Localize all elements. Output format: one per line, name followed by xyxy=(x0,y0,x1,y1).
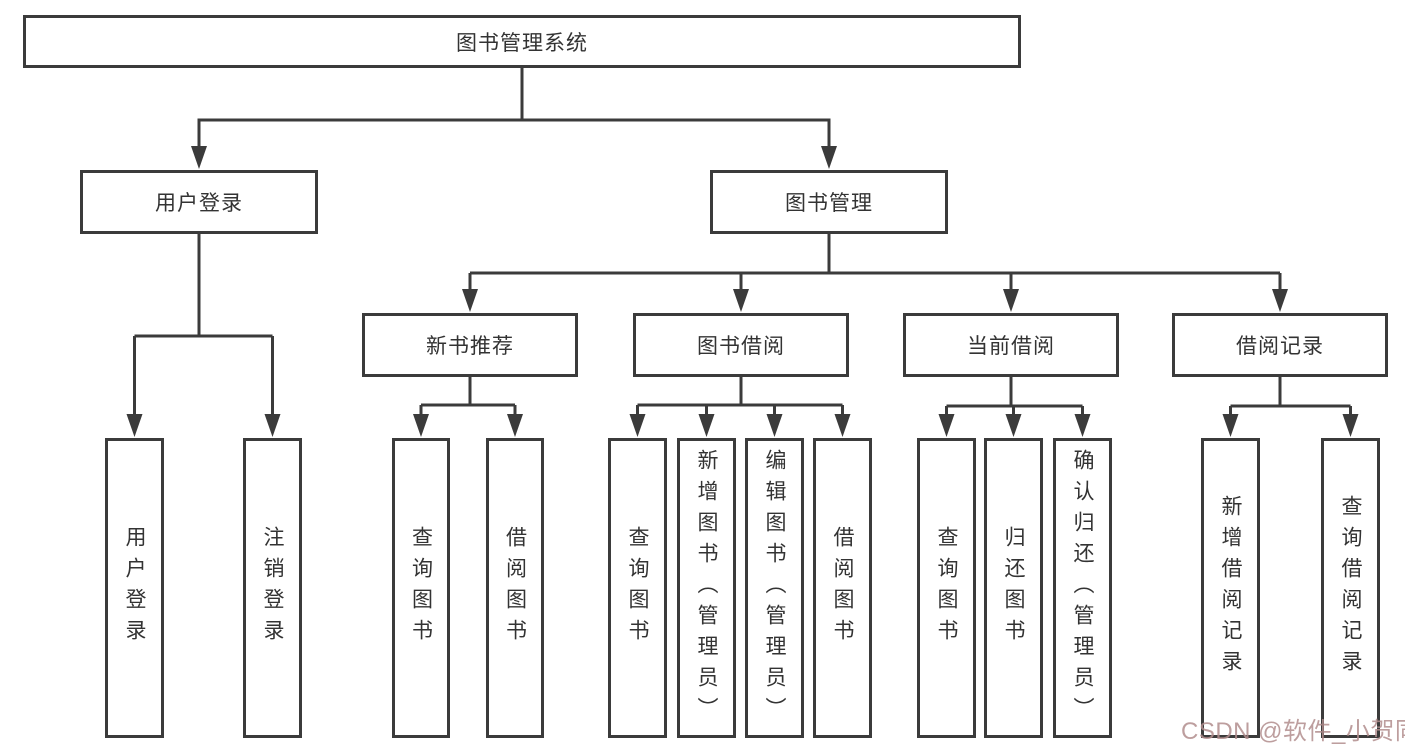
node-label: 图书借阅 xyxy=(697,335,785,358)
leaf-edit-books-admin: 编辑图书（管理员） xyxy=(745,438,804,738)
connector-lines xyxy=(133,67,1352,418)
node-label: 新书推荐 xyxy=(426,335,514,358)
node-label: 图书管理 xyxy=(785,192,873,215)
leaf-query-books-1: 查询图书 xyxy=(392,438,450,738)
node-book-borrowing: 图书借阅 xyxy=(633,313,849,377)
node-label: 编辑图书（管理员） xyxy=(763,448,786,728)
leaf-borrow-books-2: 借阅图书 xyxy=(813,438,872,738)
node-label: 用户登录 xyxy=(155,192,243,215)
node-label: 当前借阅 xyxy=(967,335,1055,358)
node-label: 新增借阅记录 xyxy=(1219,495,1242,681)
leaf-add-books-admin: 新增图书（管理员） xyxy=(677,438,736,738)
node-book-management: 图书管理 xyxy=(710,170,948,234)
leaf-borrow-books-1: 借阅图书 xyxy=(486,438,544,738)
node-label: 查询图书 xyxy=(935,526,958,650)
node-label: 借阅图书 xyxy=(831,526,854,650)
node-user-login-group: 用户登录 xyxy=(80,170,318,234)
node-label: 查询图书 xyxy=(626,526,649,650)
leaf-return-books: 归还图书 xyxy=(984,438,1043,738)
leaf-confirm-return-admin: 确认归还（管理员） xyxy=(1053,438,1112,738)
node-borrowing-records: 借阅记录 xyxy=(1172,313,1388,377)
node-label: 确认归还（管理员） xyxy=(1071,448,1094,728)
node-label: 借阅图书 xyxy=(503,526,527,650)
csdn-watermark: CSDN @软件_小贺同学 xyxy=(1181,718,1405,745)
node-label: 注销登录 xyxy=(261,526,284,650)
node-current-borrowing: 当前借阅 xyxy=(903,313,1119,377)
connector-arrowheads xyxy=(126,146,1359,437)
node-label: 查询借阅记录 xyxy=(1339,495,1362,681)
node-library-management-system: 图书管理系统 xyxy=(23,15,1021,68)
node-label: 查询图书 xyxy=(409,526,433,650)
leaf-logout: 注销登录 xyxy=(243,438,302,738)
leaf-query-borrow-record: 查询借阅记录 xyxy=(1321,438,1380,738)
node-label: 图书管理系统 xyxy=(456,31,588,55)
node-label: 用户登录 xyxy=(123,526,146,650)
node-label: 新增图书（管理员） xyxy=(695,448,718,728)
node-label: 归还图书 xyxy=(1002,526,1025,650)
node-label: 借阅记录 xyxy=(1236,335,1324,358)
leaf-add-borrow-record: 新增借阅记录 xyxy=(1201,438,1260,738)
leaf-query-books-2: 查询图书 xyxy=(608,438,667,738)
node-new-book-recommendation: 新书推荐 xyxy=(362,313,578,377)
leaf-query-books-3: 查询图书 xyxy=(917,438,976,738)
leaf-user-login: 用户登录 xyxy=(105,438,164,738)
